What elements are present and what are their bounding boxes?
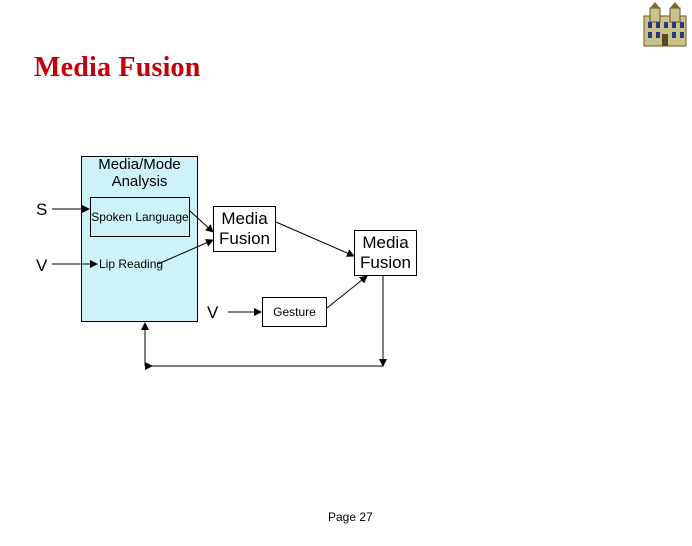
fusion1-to-fusion2-arrow xyxy=(275,221,355,257)
media-fusion-label-2: Media Fusion xyxy=(359,233,412,272)
media-fusion-box-2: Media Fusion xyxy=(354,230,417,276)
lip-reading-label: Lip Reading xyxy=(99,257,164,271)
page-number: Page 27 xyxy=(328,510,373,524)
gesture-label: Gesture xyxy=(273,305,316,319)
gesture-vision-input-label: V xyxy=(207,303,219,322)
speech-input-label: S xyxy=(36,200,48,219)
castle-logo-icon xyxy=(643,2,687,47)
spoken-language-label: Spoken Language xyxy=(91,209,189,224)
slide-title: Media Fusion xyxy=(34,52,201,83)
vision-input-label: V xyxy=(36,256,48,275)
media-mode-analysis-panel xyxy=(81,156,198,322)
spoken-to-fusion-arrow xyxy=(189,210,214,233)
spoken-language-box: Spoken Language xyxy=(90,197,190,237)
media-fusion-label-1: Media Fusion xyxy=(218,209,271,248)
gesture-box: Gesture xyxy=(262,297,327,327)
media-fusion-box-1: Media Fusion xyxy=(213,206,276,252)
gesture-to-fusion2-arrow xyxy=(326,275,368,309)
analysis-panel-title: Media/Mode Analysis xyxy=(98,156,181,190)
lip-to-fusion-arrow xyxy=(157,239,214,265)
